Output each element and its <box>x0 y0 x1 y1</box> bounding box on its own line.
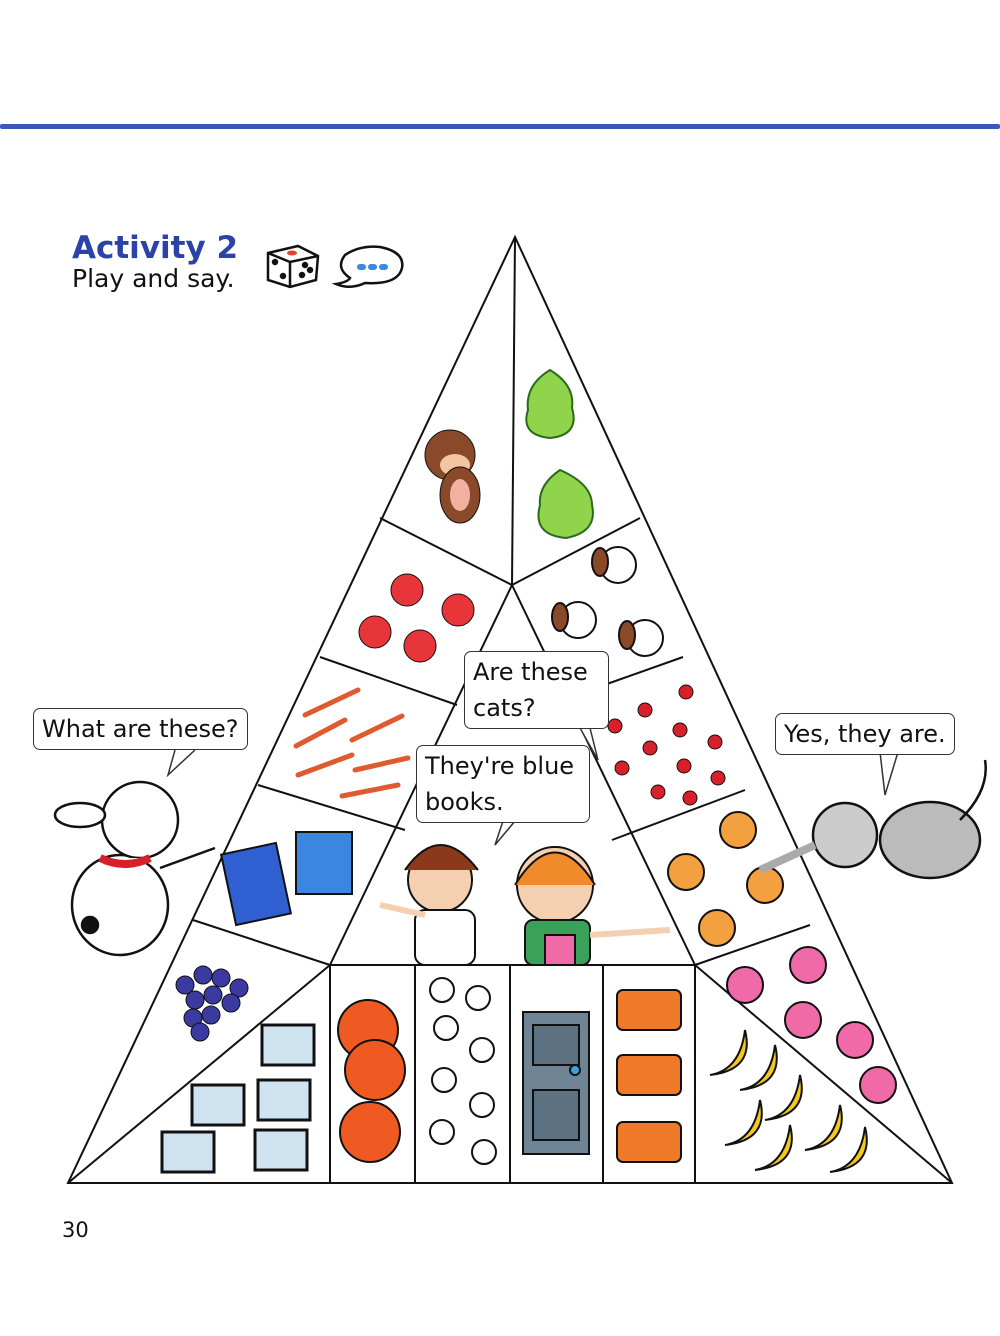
page-number: 30 <box>62 1218 89 1242</box>
boy-character <box>379 844 479 966</box>
pears-picture <box>525 368 594 540</box>
windows-picture <box>160 1023 316 1174</box>
bananas-picture <box>709 1029 868 1173</box>
activity-instruction: Play and say. <box>72 264 235 293</box>
bread-picture <box>616 989 682 1163</box>
baseballs-picture <box>429 977 497 1165</box>
boy-speech-bubble: They're blue books. <box>416 745 590 823</box>
oranges-picture <box>337 999 406 1163</box>
cat-character <box>758 759 987 880</box>
cherries-picture <box>607 684 726 806</box>
books-picture <box>219 831 353 927</box>
strawberries-picture <box>358 573 475 663</box>
girl-character <box>514 846 671 966</box>
dog-character <box>53 780 216 957</box>
activity-title: Activity 2 <box>72 230 239 266</box>
header-rule <box>0 124 1000 129</box>
speech-bubble-icon <box>331 245 404 288</box>
cats-picture <box>667 811 784 947</box>
door-picture <box>522 1011 590 1155</box>
pencils-picture <box>293 687 411 799</box>
grapes-picture <box>175 965 249 1042</box>
clocks-picture <box>726 946 897 1104</box>
cat-speech-bubble: Yes, they are. <box>775 713 955 755</box>
monkey-picture <box>424 429 481 524</box>
dog-speech-bubble: What are these? <box>33 708 248 750</box>
dogs-picture <box>551 546 664 657</box>
bubble-tails <box>166 727 899 846</box>
girl-speech-bubble: Are these cats? <box>464 651 609 729</box>
dice-icon <box>266 244 320 289</box>
